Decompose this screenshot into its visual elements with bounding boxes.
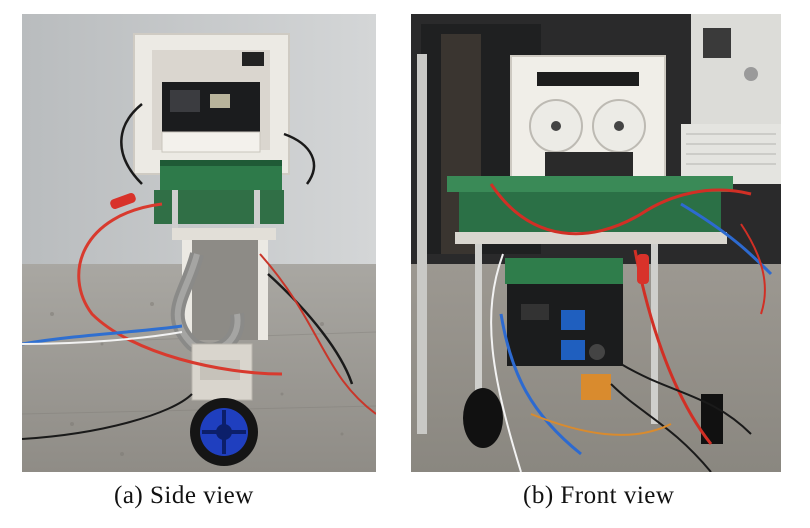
side-view-photo bbox=[22, 14, 376, 472]
caption-front-view: (b) Front view bbox=[523, 482, 675, 509]
caption-side-view: (a) Side view bbox=[114, 482, 254, 509]
front-view-photo bbox=[411, 14, 781, 472]
